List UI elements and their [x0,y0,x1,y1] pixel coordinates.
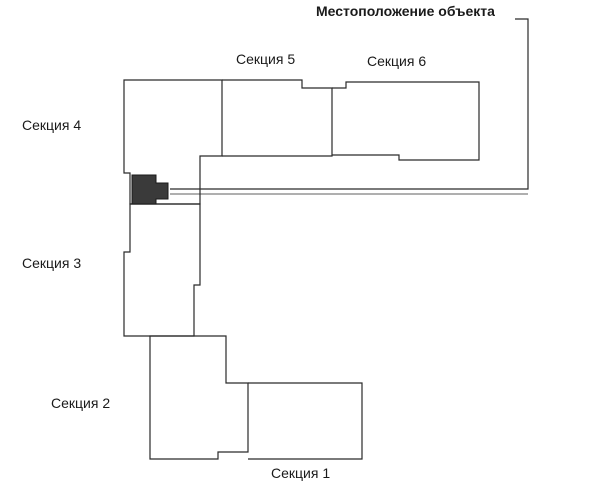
section-1-label: Секция 1 [271,465,331,481]
object-location-title: Местоположение объекта [316,3,495,19]
leader-line [170,18,529,190]
section-1-outline [248,382,363,460]
section-5-outline [222,79,333,157]
section-2-outline [149,335,249,460]
section-6-label: Секция 6 [367,53,427,69]
section-2-label: Секция 2 [51,395,111,411]
section-3-label: Секция 3 [22,255,82,271]
section-6-outline [332,81,480,161]
section-4-label: Секция 4 [22,117,82,133]
section-3-outline [123,203,201,337]
object-location-marker [131,174,169,205]
section-5-label: Секция 5 [236,51,296,67]
